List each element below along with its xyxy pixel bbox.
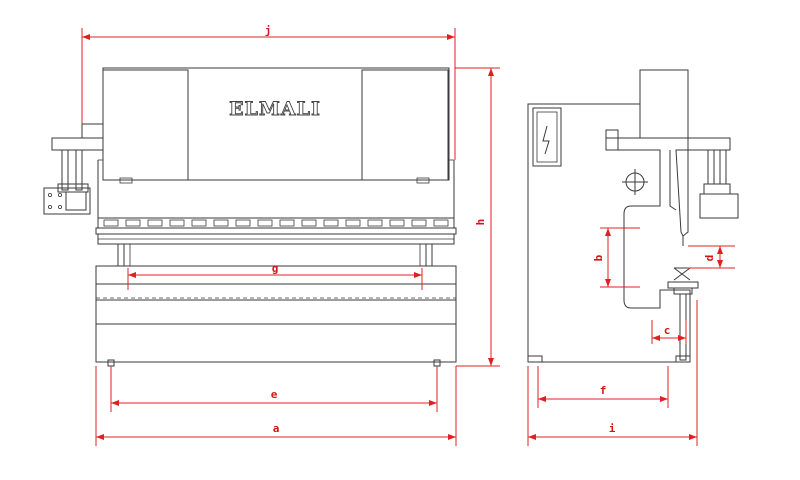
label-c: c — [664, 324, 671, 337]
label-a: a — [273, 422, 280, 435]
brand-logo: ELMALI — [229, 98, 321, 120]
side-cylinder — [639, 69, 689, 139]
right-side-plate — [361, 69, 449, 181]
left-hydraulic-unit — [43, 123, 104, 215]
electric-hazard-icon — [542, 125, 550, 155]
label-b: b — [592, 254, 605, 261]
dimension-f: f — [537, 366, 669, 408]
dimension-c: c — [651, 320, 687, 344]
front-view: ELMALI — [43, 67, 457, 367]
label-d: d — [703, 255, 716, 262]
dimension-i: i — [527, 300, 698, 446]
crosshair-icon — [622, 169, 648, 195]
dimension-g: g — [127, 262, 423, 290]
label-f: f — [600, 384, 607, 397]
die-symbol — [667, 267, 699, 295]
label-i: i — [609, 422, 616, 435]
dimension-b: b — [592, 227, 640, 288]
dimension-e: e — [110, 366, 438, 412]
dimension-h: h — [455, 67, 500, 367]
side-frame — [527, 103, 691, 363]
dimension-j: j — [81, 24, 456, 160]
upper-tool-clamps — [95, 217, 457, 245]
dimension-a: a — [95, 366, 457, 446]
lower-table — [95, 265, 457, 367]
electrical-panel — [532, 107, 562, 167]
side-valve — [687, 137, 739, 219]
label-j: j — [265, 24, 272, 37]
label-e: e — [271, 388, 278, 401]
left-side-plate — [102, 69, 189, 181]
dimension-d: d — [688, 245, 735, 269]
label-g: g — [272, 262, 279, 275]
label-h: h — [474, 219, 487, 226]
upper-housing — [102, 67, 450, 181]
side-view — [527, 69, 739, 363]
